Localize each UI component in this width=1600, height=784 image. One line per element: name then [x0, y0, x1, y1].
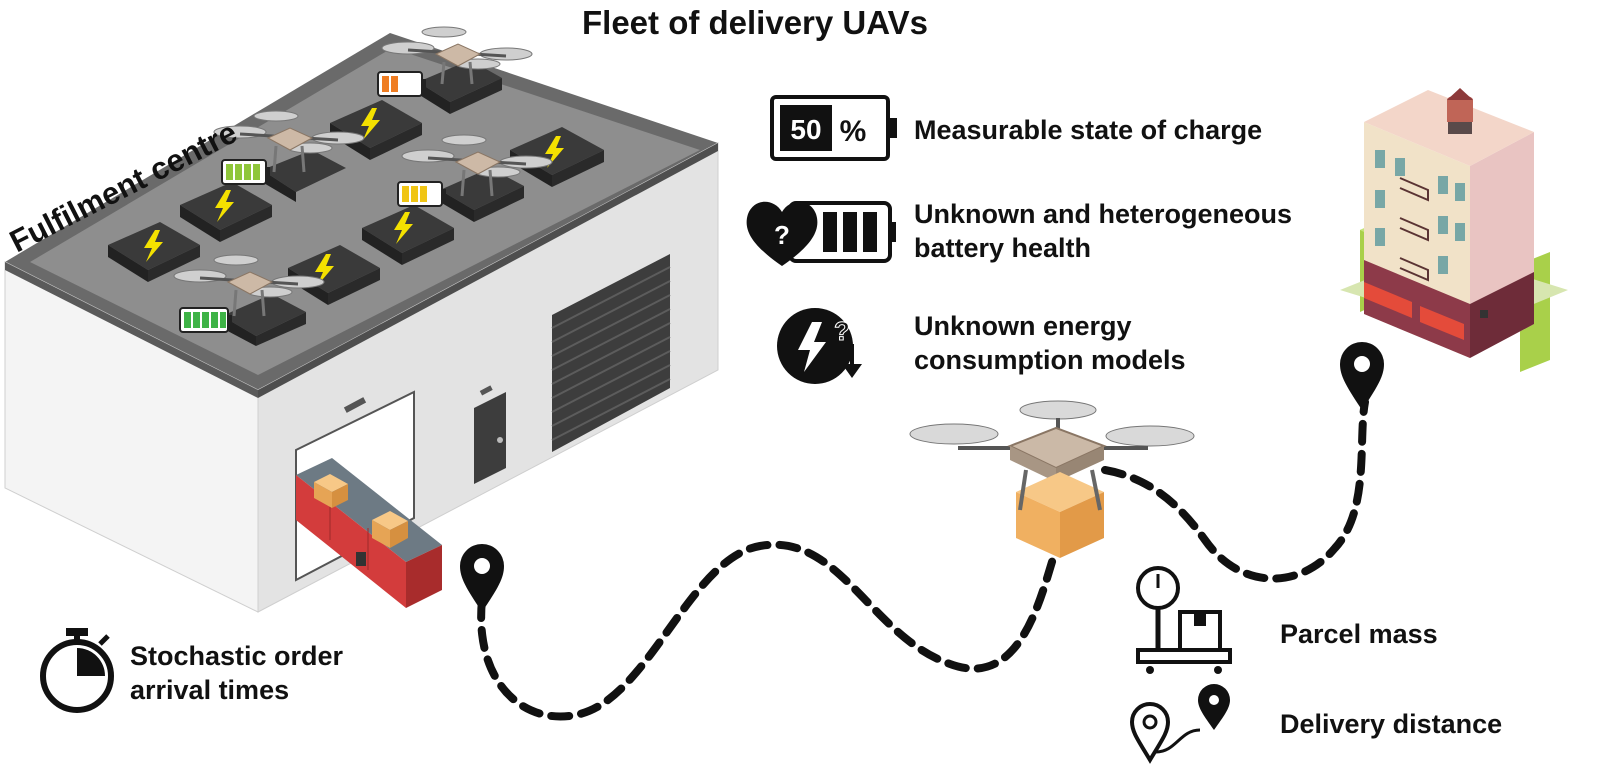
origin-location-pin-icon	[460, 544, 504, 612]
delivery-distance-label: Delivery distance	[1280, 709, 1503, 739]
heart-battery-icon: ?	[746, 201, 896, 266]
charging-pad	[362, 205, 454, 265]
drone-battery-indicator-high	[221, 159, 270, 185]
scale-icon	[1136, 566, 1232, 674]
energy-model-label-line1: Unknown energy	[914, 311, 1132, 341]
diagram-title: Fleet of delivery UAVs	[582, 4, 929, 41]
roof-drone	[173, 254, 325, 317]
battery-health-label-line1: Unknown and heterogeneous	[914, 199, 1293, 229]
battery-percent-sign: %	[840, 115, 867, 148]
lightning-bolt-icon	[144, 230, 163, 262]
roof-drone	[401, 134, 553, 197]
soc-label: Measurable state of charge	[914, 115, 1263, 145]
roof-drone	[381, 26, 533, 85]
carried-parcel	[1016, 472, 1104, 558]
energy-question-glyph: ?	[834, 316, 850, 346]
destination-location-pin-icon	[1340, 342, 1384, 410]
route-pin-icon	[1129, 684, 1230, 764]
delivery-drone	[909, 400, 1195, 558]
charging-pad	[108, 222, 200, 282]
lightning-bolt-icon	[394, 212, 413, 244]
roof-drone	[213, 110, 365, 173]
lightning-bolt-icon	[215, 190, 234, 222]
drone-battery-indicator-full	[179, 307, 232, 333]
health-question-glyph: ?	[774, 220, 790, 250]
awning	[1420, 306, 1464, 340]
stochastic-label-line1: Stochastic order	[130, 641, 344, 671]
charging-pad	[180, 182, 272, 242]
battery-percent-value: 50	[790, 114, 821, 145]
lightning-bolt-icon	[315, 254, 334, 286]
drone-battery-indicator-low	[377, 71, 426, 97]
side-door	[474, 392, 506, 484]
water-tower	[1447, 88, 1473, 134]
warehouse	[4, 26, 719, 613]
stopwatch-icon	[40, 628, 114, 713]
battery-health-label-line2: battery health	[914, 233, 1092, 263]
delivery-route-path	[477, 398, 1369, 721]
battery-icon: 50 %	[770, 95, 897, 161]
drone-battery-indicator-mid	[397, 181, 446, 207]
rolling-shutter-door	[551, 254, 671, 452]
conveyor-belt	[296, 458, 442, 608]
awning	[1364, 282, 1412, 318]
parcel-mass-label: Parcel mass	[1280, 619, 1438, 649]
lightning-bolt-icon	[361, 108, 380, 140]
energy-question-icon: ?	[777, 308, 862, 384]
parcel-box-1	[314, 474, 348, 508]
lightning-bolt-icon	[545, 136, 564, 168]
destination-building	[1340, 88, 1568, 372]
parcel-box-2	[372, 511, 408, 548]
stochastic-label-line2: arrival times	[130, 675, 290, 705]
energy-model-label-line2: consumption models	[914, 345, 1186, 375]
warehouse-roof-inner	[30, 48, 700, 375]
